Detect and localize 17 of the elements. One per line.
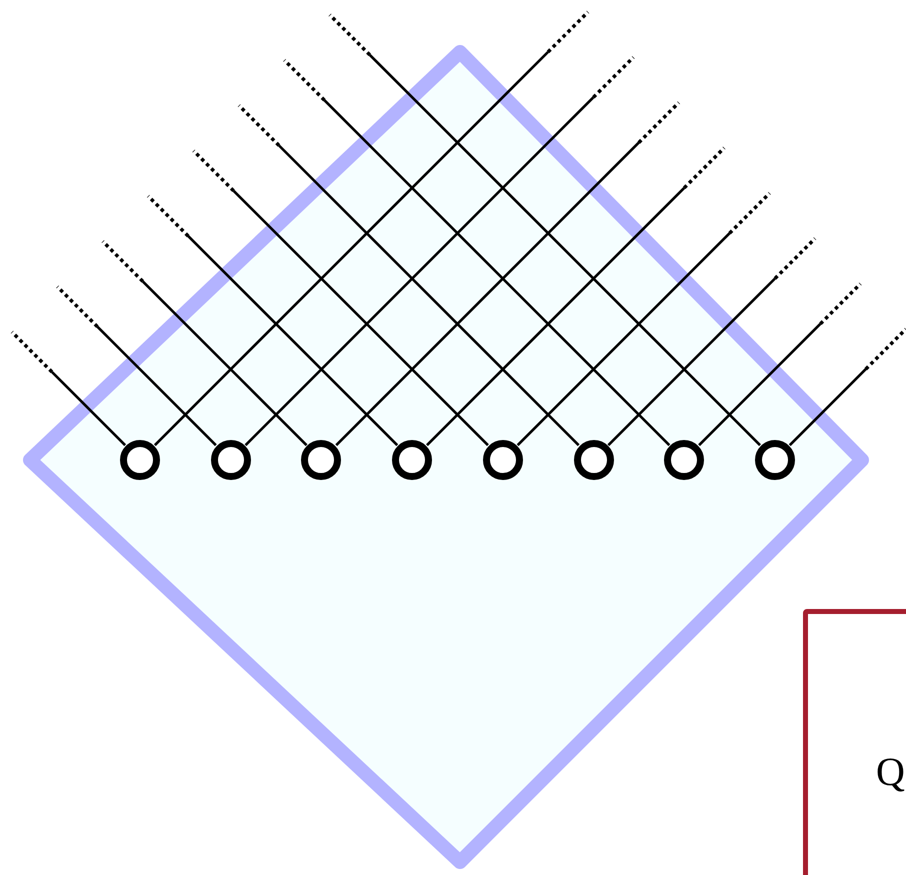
worldline (192, 150, 489, 446)
worldline (328, 14, 761, 446)
worldline (146, 194, 398, 446)
worldline (102, 240, 308, 446)
worldline (698, 282, 862, 446)
worldline (244, 56, 635, 446)
worldline (154, 10, 590, 446)
worldline (426, 146, 726, 446)
worldline (335, 101, 680, 446)
worldline (238, 104, 580, 446)
worldline (516, 192, 771, 446)
worldline (56, 285, 217, 446)
worldline (283, 58, 670, 446)
worldline (607, 237, 816, 446)
worldline (788, 328, 906, 446)
worldline (10, 330, 126, 446)
box-label: Q (876, 752, 905, 792)
